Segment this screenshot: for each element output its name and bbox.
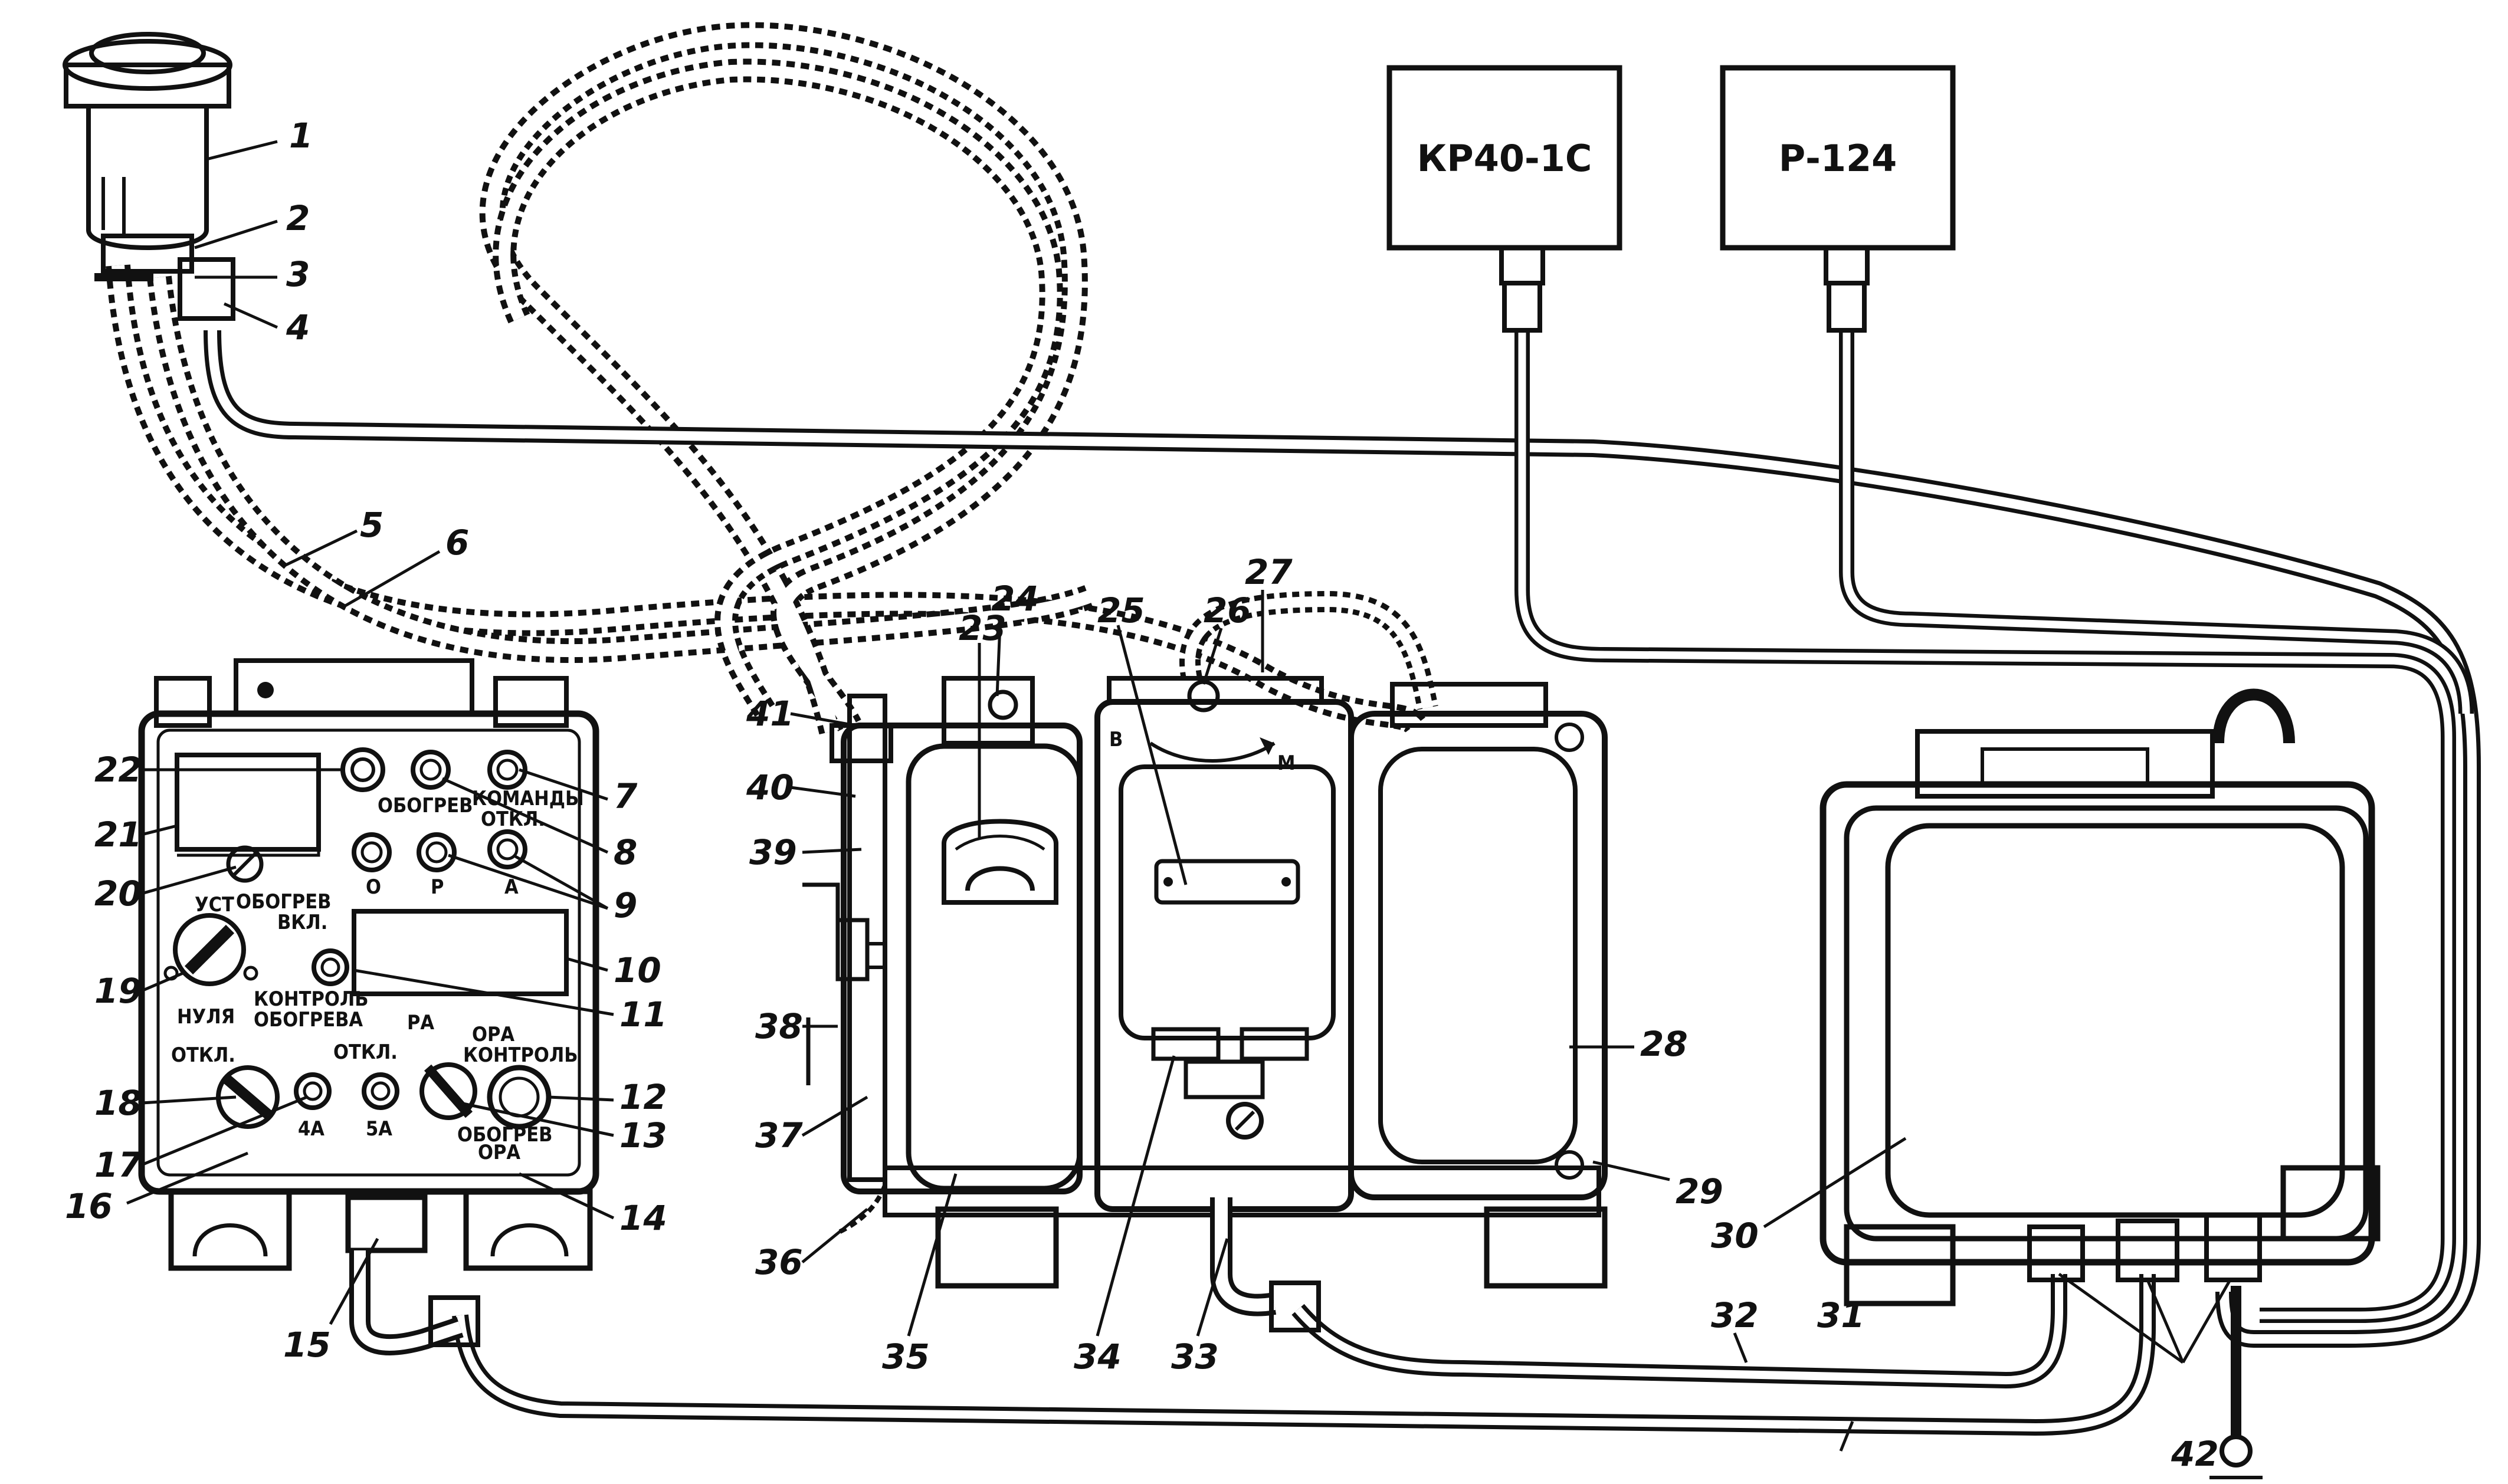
callout-6: 6 (445, 523, 469, 563)
cables (106, 22, 2481, 1479)
callout-26: 26 (1204, 590, 1251, 631)
kr40-1c-label: КР40-1С (1417, 137, 1592, 180)
label-ora: ОРА (472, 1023, 514, 1046)
callout-5: 5 (360, 505, 383, 545)
label-kontrol-obogreva-2: ОБОГРЕВА (254, 1008, 363, 1032)
lamp-p (417, 832, 457, 872)
kr40-1c-box: КР40-1С (1386, 65, 1622, 333)
r124-label: Р-124 (1779, 137, 1897, 180)
lamp-o (352, 832, 392, 872)
callout-21: 21 (94, 815, 142, 855)
callout-30: 30 (1711, 1216, 1759, 1256)
callout-32: 32 (1711, 1295, 1759, 1335)
r124-box: Р-124 (1720, 65, 1956, 333)
callout-37: 37 (755, 1115, 803, 1155)
callout-23: 23 (959, 608, 1007, 648)
label-kontrol-obogreva-1: КОНТРОЛЬ (254, 987, 369, 1011)
callout-13: 13 (619, 1115, 667, 1155)
label-obogrev: ОБОГРЕВ (378, 794, 473, 817)
label-ust: УСТ (195, 893, 234, 917)
label-ra: РА (407, 1011, 434, 1035)
cable-27 (1179, 590, 1438, 710)
callout-19: 19 (94, 971, 142, 1011)
callout-29: 29 (1676, 1171, 1723, 1212)
callout-8: 8 (614, 832, 637, 872)
lamp-obogrev (411, 750, 451, 790)
label-p: Р (431, 875, 444, 899)
callout-42: 42 (2171, 1434, 2219, 1474)
screw-20 (226, 845, 264, 883)
gauge-b: B (1109, 728, 1123, 751)
label-4a: 4А (298, 1117, 324, 1141)
right-unit (1819, 688, 2381, 1306)
ground-lead (2209, 1286, 2263, 1479)
lamp-a (487, 829, 527, 869)
switch-13 (419, 1062, 477, 1120)
label-obogrev-ora-1: ОБОГРЕВ (457, 1123, 552, 1147)
gauge-m: M (1277, 751, 1295, 775)
label-o: О (366, 875, 381, 899)
cable-loop (479, 22, 1088, 735)
callout-27: 27 (1245, 552, 1293, 592)
label-otkl-left: ОТКЛ. (171, 1043, 235, 1067)
switch-19 (163, 913, 258, 986)
control-panel: ОБОГРЕВ КОМАНДЫ ОТКЛ. О Р А ОБОГРЕВ ВКЛ.… (138, 658, 599, 1355)
callout-41: 41 (746, 694, 794, 734)
cable-31 (452, 1274, 2156, 1436)
callout-36: 36 (755, 1242, 803, 1282)
callout-33: 33 (1171, 1337, 1219, 1377)
cable-32 (1291, 1274, 2067, 1389)
label-obogrev-ora-2: ОРА (478, 1141, 520, 1164)
cable-long-top (204, 330, 2481, 1348)
label-kontrol: КОНТРОЛЬ (463, 1043, 578, 1067)
callout-10: 10 (614, 950, 661, 990)
cable-5 (106, 264, 1427, 734)
knob-22 (340, 747, 385, 792)
callout-7: 7 (614, 776, 638, 816)
callout-22: 22 (94, 750, 142, 790)
callout-2: 2 (286, 198, 310, 238)
cable-kr40 (1514, 330, 2456, 1323)
callout-35: 35 (882, 1337, 930, 1377)
label-obogrev-vkl-2: ВКЛ. (277, 911, 327, 934)
callout-34: 34 (1074, 1337, 1122, 1377)
callout-9: 9 (614, 885, 637, 925)
callout-28: 28 (1640, 1024, 1688, 1064)
label-5a: 5А (366, 1117, 392, 1141)
callout-25: 25 (1097, 590, 1145, 631)
callout-31: 31 (1817, 1295, 1865, 1335)
callout-12: 12 (619, 1077, 667, 1117)
callout-17: 17 (94, 1145, 142, 1185)
callout-11: 11 (619, 994, 667, 1035)
callout-24: 24 (991, 579, 1039, 619)
central-unit: B M (802, 676, 1608, 1332)
callout-15: 15 (283, 1325, 331, 1365)
callout-16: 16 (65, 1186, 113, 1226)
callout-numbers: 1 2 3 4 5 6 7 8 9 10 11 12 13 14 15 16 1… (65, 116, 2219, 1474)
label-obogrev-vkl-1: ОБОГРЕВ (236, 890, 331, 914)
callout-14: 14 (619, 1198, 667, 1238)
cable-r124 (1839, 330, 2474, 714)
callout-40: 40 (746, 767, 794, 807)
fuse-5a (362, 1072, 399, 1110)
cable-6 (147, 275, 1096, 663)
callout-39: 39 (749, 832, 797, 872)
callout-1: 1 (289, 116, 313, 156)
leader-lines (126, 140, 2232, 1452)
lamp-komandy (487, 750, 527, 790)
callout-38: 38 (755, 1006, 803, 1046)
callout-18: 18 (94, 1083, 142, 1123)
fuse-4a (294, 1072, 332, 1110)
knob-12 (487, 1065, 552, 1130)
lamp-kontrol-obogreva (312, 948, 349, 986)
label-nulya: НУЛЯ (177, 1005, 235, 1029)
label-otkl-mid: ОТКЛ. (333, 1040, 398, 1064)
callout-20: 20 (94, 874, 142, 914)
callout-3: 3 (286, 254, 310, 294)
connector-assembly (63, 32, 235, 321)
callout-4: 4 (286, 307, 310, 347)
